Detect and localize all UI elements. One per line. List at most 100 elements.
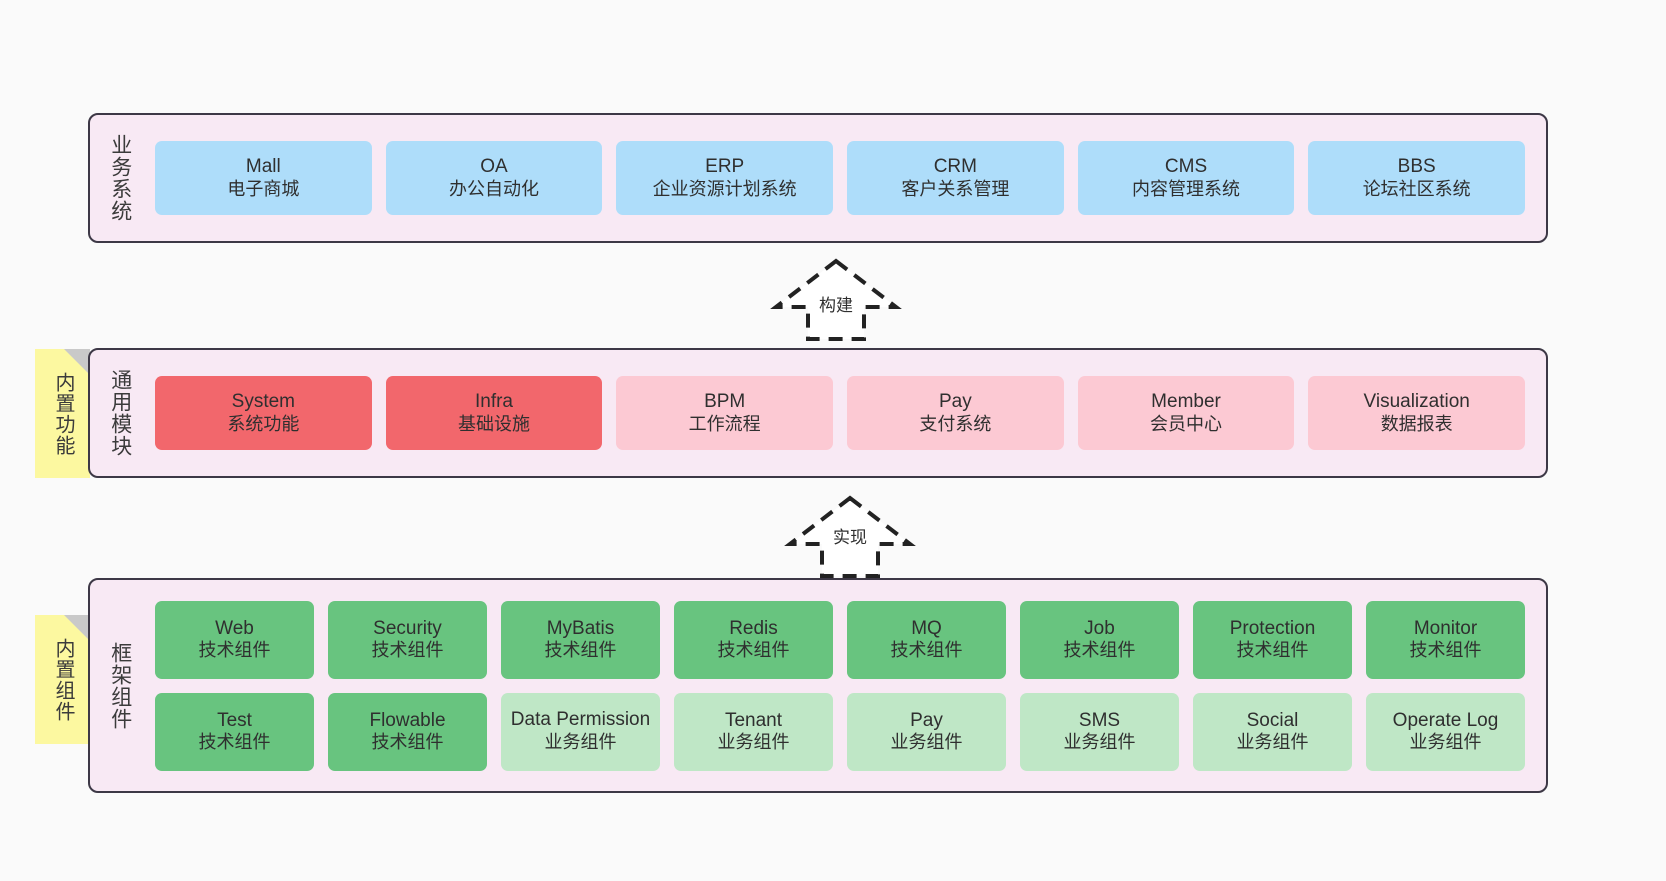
card-erp[interactable]: ERP 企业资源计划系统 xyxy=(616,141,834,215)
layer-body-common: System 系统功能 Infra 基础设施 BPM 工作流程 Pay xyxy=(144,350,1546,476)
card-column: BBS 论坛社区系统 xyxy=(1301,141,1532,215)
note-builtin-component: 内置组件 xyxy=(35,615,90,744)
arrow-up-dashed-icon xyxy=(770,258,902,341)
card-title: Social xyxy=(1246,709,1299,731)
card-title: ERP xyxy=(705,156,745,178)
card-bpm[interactable]: BPM 工作流程 xyxy=(616,376,834,450)
arrow-implement-label: 实现 xyxy=(833,528,867,547)
card-subtitle: 技术组件 xyxy=(371,640,444,661)
card-tenant[interactable]: Tenant 业务组件 xyxy=(674,692,833,771)
card-operate-log[interactable]: Operate Log 业务组件 xyxy=(1366,692,1525,771)
card-column: Security 技术组件 Flowable 技术组件 xyxy=(321,600,494,771)
card-title: Test xyxy=(217,709,252,731)
card-subtitle: 业务组件 xyxy=(1236,732,1309,753)
card-title: Data Permission xyxy=(510,709,651,731)
card-test[interactable]: Test 技术组件 xyxy=(155,692,314,771)
card-column: BPM 工作流程 xyxy=(609,376,840,450)
layer-body-framework: Web 技术组件 Test 技术组件 Security 技术组件 Flowabl… xyxy=(144,580,1546,791)
card-mybatis[interactable]: MyBatis 技术组件 xyxy=(501,600,660,679)
card-cms[interactable]: CMS 内容管理系统 xyxy=(1077,141,1295,215)
card-subtitle: 技术组件 xyxy=(890,640,963,661)
card-title: Operate Log xyxy=(1392,709,1499,731)
card-column: Monitor 技术组件 Operate Log 业务组件 xyxy=(1359,600,1532,771)
card-title: Visualization xyxy=(1363,391,1470,413)
card-subtitle: 技术组件 xyxy=(1063,640,1136,661)
layer-common-module: 通用模块 System 系统功能 Infra 基础设施 BPM 工作流程 xyxy=(88,348,1548,478)
card-subtitle: 业务组件 xyxy=(1409,732,1482,753)
card-subtitle: 技术组件 xyxy=(371,732,444,753)
card-column: MQ 技术组件 Pay 业务组件 xyxy=(840,600,1013,771)
card-pay-component[interactable]: Pay 业务组件 xyxy=(847,692,1006,771)
card-data-permission[interactable]: Data Permission 业务组件 xyxy=(501,692,660,771)
arrow-build-label: 构建 xyxy=(819,296,853,315)
card-subtitle: 基础设施 xyxy=(458,413,530,434)
card-title: Tenant xyxy=(724,709,783,731)
card-security[interactable]: Security 技术组件 xyxy=(328,600,487,679)
card-subtitle: 技术组件 xyxy=(198,732,271,753)
card-column: Job 技术组件 SMS 业务组件 xyxy=(1013,600,1186,771)
card-subtitle: 技术组件 xyxy=(1409,640,1482,661)
card-bbs[interactable]: BBS 论坛社区系统 xyxy=(1308,141,1526,215)
arrow-up-dashed-icon xyxy=(784,495,916,578)
card-protection[interactable]: Protection 技术组件 xyxy=(1193,600,1352,679)
card-title: MyBatis xyxy=(546,617,615,639)
layer-title-business: 业务系统 xyxy=(108,134,132,222)
card-subtitle: 业务组件 xyxy=(544,731,617,752)
arrow-implement xyxy=(760,492,940,582)
card-flowable[interactable]: Flowable 技术组件 xyxy=(328,692,487,771)
card-column: Redis 技术组件 Tenant 业务组件 xyxy=(667,600,840,771)
card-title: MQ xyxy=(911,617,942,639)
card-visualization[interactable]: Visualization 数据报表 xyxy=(1308,376,1526,450)
card-subtitle: 技术组件 xyxy=(1236,640,1309,661)
card-title: Security xyxy=(373,617,442,639)
layer-business-system: 业务系统 Mall 电子商城 OA 办公自动化 ERP 企业资源计划系统 xyxy=(88,113,1548,243)
note-label: 内置组件 xyxy=(52,637,74,722)
card-column: Member 会员中心 xyxy=(1071,376,1302,450)
note-fold-corner xyxy=(64,349,90,375)
card-subtitle: 电子商城 xyxy=(227,178,300,199)
card-column: Visualization 数据报表 xyxy=(1301,376,1532,450)
card-title: Pay xyxy=(910,709,943,731)
card-monitor[interactable]: Monitor 技术组件 xyxy=(1366,600,1525,679)
card-column: CMS 内容管理系统 xyxy=(1071,141,1302,215)
card-column: System 系统功能 xyxy=(148,376,379,450)
card-title: SMS xyxy=(1078,709,1121,731)
card-column: Protection 技术组件 Social 业务组件 xyxy=(1186,600,1359,771)
card-title: OA xyxy=(480,156,508,178)
card-mall[interactable]: Mall 电子商城 xyxy=(155,141,372,215)
note-fold-corner xyxy=(64,615,90,641)
card-subtitle: 支付系统 xyxy=(919,413,992,434)
card-web[interactable]: Web 技术组件 xyxy=(155,600,314,679)
card-subtitle: 企业资源计划系统 xyxy=(652,178,797,199)
card-crm[interactable]: CRM 客户关系管理 xyxy=(847,141,1064,215)
note-builtin-function: 内置功能 xyxy=(35,349,90,478)
card-subtitle: 技术组件 xyxy=(717,640,790,661)
card-title: Mall xyxy=(245,156,281,178)
card-title: Protection xyxy=(1229,617,1316,639)
arrow-build xyxy=(746,255,926,345)
card-subtitle: 会员中心 xyxy=(1150,413,1223,434)
card-subtitle: 客户关系管理 xyxy=(901,178,1010,199)
card-oa[interactable]: OA 办公自动化 xyxy=(385,141,603,215)
card-title: Job xyxy=(1084,617,1115,639)
card-subtitle: 内容管理系统 xyxy=(1132,178,1241,199)
card-system[interactable]: System 系统功能 xyxy=(155,376,372,450)
card-job[interactable]: Job 技术组件 xyxy=(1020,600,1179,679)
card-title: System xyxy=(231,391,296,413)
card-pay-module[interactable]: Pay 支付系统 xyxy=(847,376,1064,450)
card-social[interactable]: Social 业务组件 xyxy=(1193,692,1352,771)
card-subtitle: 工作流程 xyxy=(688,413,761,434)
card-member[interactable]: Member 会员中心 xyxy=(1077,376,1295,450)
card-infra[interactable]: Infra 基础设施 xyxy=(385,376,603,450)
card-redis[interactable]: Redis 技术组件 xyxy=(674,600,833,679)
card-title: BBS xyxy=(1397,156,1436,178)
layer-title-common: 通用模块 xyxy=(108,369,132,457)
card-subtitle: 业务组件 xyxy=(1063,732,1136,753)
card-column: ERP 企业资源计划系统 xyxy=(609,141,840,215)
card-sms[interactable]: SMS 业务组件 xyxy=(1020,692,1179,771)
card-subtitle: 系统功能 xyxy=(227,413,300,434)
card-mq[interactable]: MQ 技术组件 xyxy=(847,600,1006,679)
card-subtitle: 技术组件 xyxy=(198,640,271,661)
card-column: Infra 基础设施 xyxy=(379,376,610,450)
card-subtitle: 业务组件 xyxy=(717,732,790,753)
